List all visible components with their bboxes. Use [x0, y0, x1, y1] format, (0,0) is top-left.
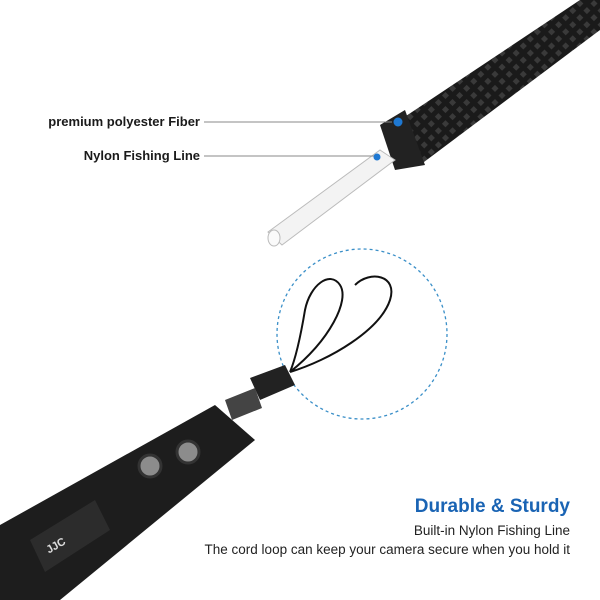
fiber-dot-icon	[393, 117, 403, 127]
rivet	[175, 439, 201, 465]
description: The cord loop can keep your camera secur…	[204, 542, 570, 557]
rivet	[137, 453, 163, 479]
nylon-callout-label: Nylon Fishing Line	[83, 148, 200, 163]
detail-circle	[276, 248, 448, 420]
braided-cord	[385, 0, 600, 165]
nylon-dot-icon	[373, 153, 381, 161]
cord-loop	[289, 275, 393, 373]
headline: Durable & Sturdy	[414, 496, 570, 517]
buckle	[250, 365, 295, 400]
fiber-callout-label: premium polyester Fiber	[48, 114, 200, 129]
strap	[0, 405, 255, 600]
nylon-line	[267, 149, 396, 246]
subtitle: Built-in Nylon Fishing Line	[413, 523, 570, 538]
